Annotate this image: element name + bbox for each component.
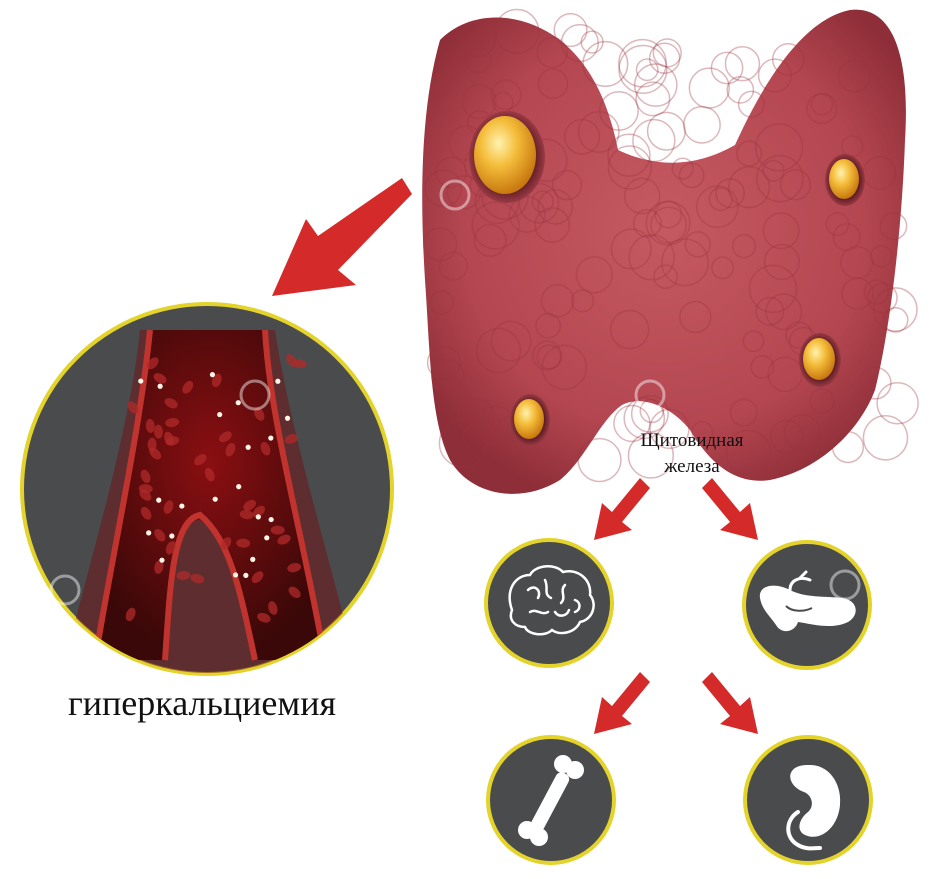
lobule [633,120,675,162]
thyroid-label-line2: железа [607,454,777,480]
calcium-particle [264,535,269,540]
calcium-particle [179,503,184,508]
nodule [825,154,865,206]
lobule [684,107,720,143]
calcium-particle [268,435,273,440]
calcium-particle [246,445,251,450]
arrow-to-bone [594,672,650,734]
calcium-particle [213,497,218,502]
calcium-particle [256,514,261,519]
calcium-particle [146,530,151,535]
calcium-particle [159,558,164,563]
lobule [583,42,628,87]
nodule [469,111,545,203]
calcium-particle [236,400,241,405]
calcium-particle [269,517,274,522]
calcium-particle [275,379,280,384]
calcium-particle [250,557,255,562]
calcium-particle [138,378,143,383]
calcium-particle [169,533,174,538]
arrow-to-brain [594,478,650,540]
arrow-to-blood [272,178,412,296]
calcium-particle [233,572,238,577]
lobule [833,432,864,463]
thyroid-label: Щитовидная железа [607,428,777,480]
lobule [648,112,686,150]
lobule [863,416,907,460]
kidney-circle [743,735,873,865]
pancreas-circle [742,540,872,670]
calcium-particle [158,384,163,389]
lobule [554,14,587,47]
arrow-to-kidney [702,672,758,734]
calcium-particle [210,372,215,377]
nodule [799,333,841,387]
blood-vessel-circle [20,302,394,680]
lobule [877,383,918,424]
calcium-particle [217,412,222,417]
arrow-to-pancreas [702,478,758,540]
calcium-particle [156,498,161,503]
lobule [636,82,670,116]
calcium-particle [285,416,290,421]
calcium-particle [243,573,248,578]
calcium-particle [236,484,241,489]
thyroid-gland [422,10,918,494]
thyroid-label-line1: Щитовидная [607,428,777,454]
brain-circle [484,538,614,668]
nodule [510,394,550,446]
lobule [689,68,729,108]
bone-circle [486,735,616,865]
hypercalcemia-label: гиперкальциемия [68,682,336,724]
